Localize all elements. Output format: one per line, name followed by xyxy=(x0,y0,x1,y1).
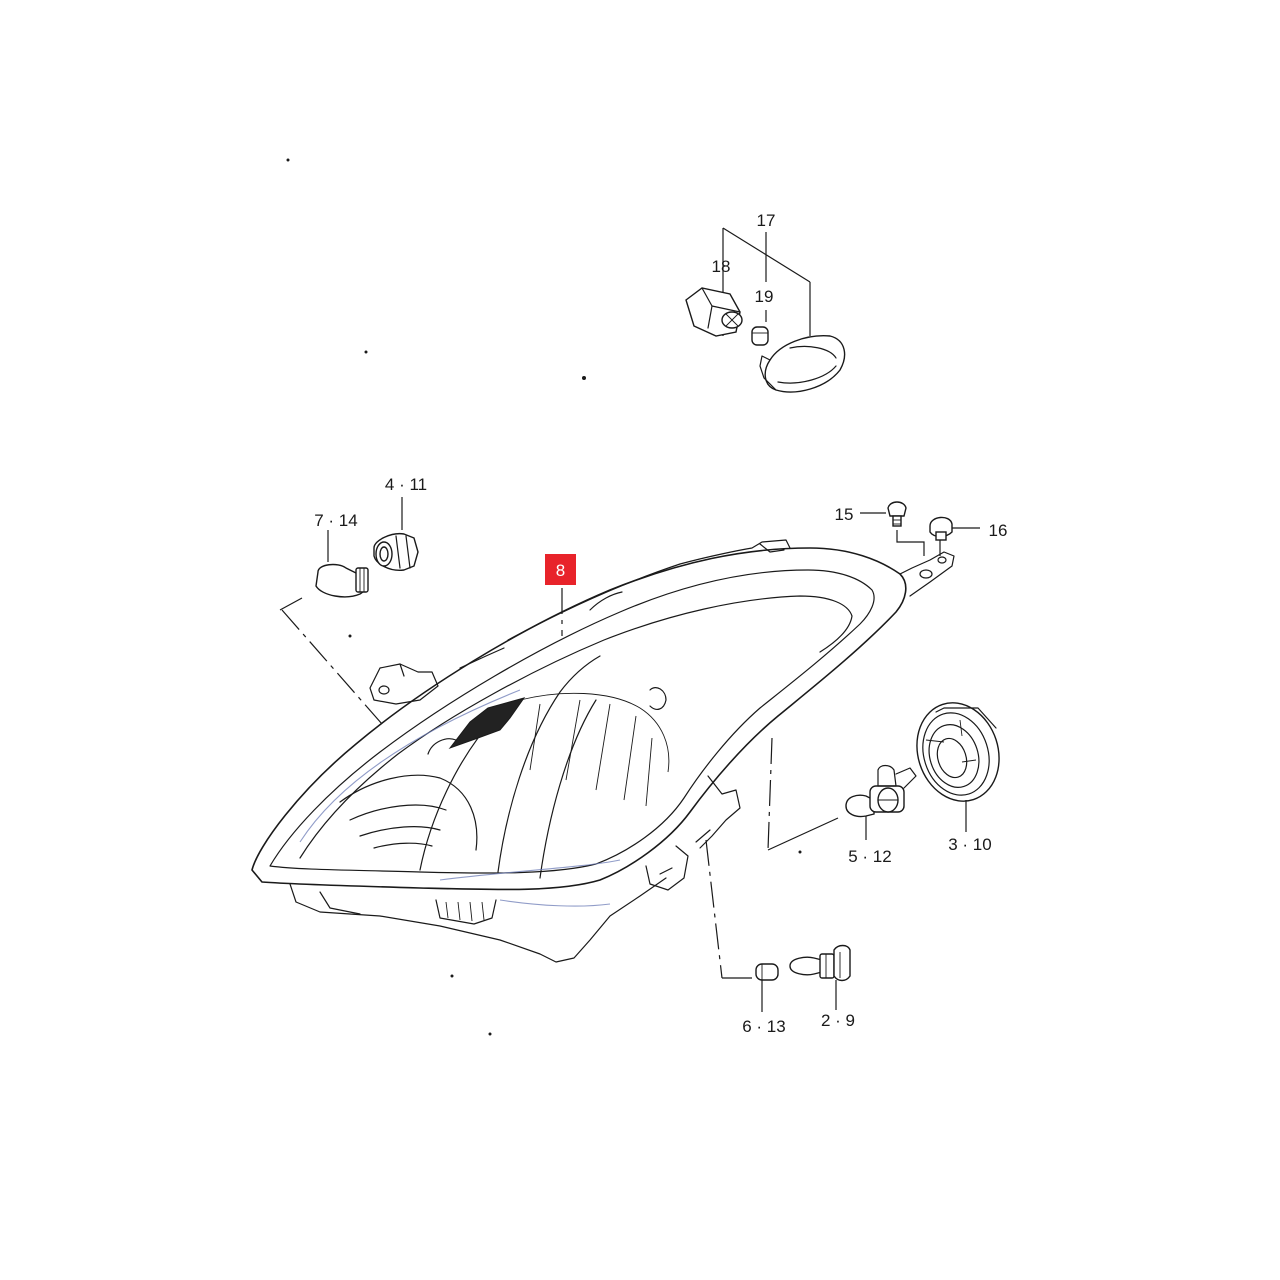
callout-16: 16 xyxy=(989,521,1008,540)
highlight-box[interactable] xyxy=(545,554,576,585)
callout-19: 19 xyxy=(755,287,774,306)
callout-8: 8 xyxy=(556,561,565,580)
callout-17: 17 xyxy=(757,211,776,230)
dashed-path-position xyxy=(705,839,723,979)
position-bulb-part xyxy=(755,963,779,981)
dashed-path-low-beam xyxy=(767,737,773,851)
position-lamp-group xyxy=(722,944,851,1012)
callout-4-11: 4 · 11 xyxy=(385,475,427,494)
callout-6-13: 6 · 13 xyxy=(742,1017,785,1036)
dashed-path-turn xyxy=(281,609,383,725)
leader-bulb-bracket xyxy=(279,597,303,611)
marker-bulb-part xyxy=(751,326,769,346)
marker-lens-part xyxy=(759,335,846,393)
leader-low-beam-path xyxy=(767,817,839,851)
bolt-part xyxy=(887,501,907,527)
callout-7-14: 7 · 14 xyxy=(314,511,357,530)
headlamp-bulb-part xyxy=(845,764,917,818)
headlamp-bulb-group xyxy=(767,764,917,851)
fasteners-group xyxy=(860,501,980,556)
side-marker-assembly xyxy=(685,227,846,393)
leader-fastener-join xyxy=(896,530,925,556)
position-socket-part xyxy=(789,944,851,982)
highlighted-callout-8[interactable]: 8 xyxy=(545,554,576,585)
turn-socket-part xyxy=(373,533,419,571)
dust-cap-part xyxy=(916,702,1000,832)
callout-3-10: 3 · 10 xyxy=(948,835,991,854)
marker-socket-part xyxy=(685,287,743,337)
callout-15: 15 xyxy=(835,505,854,524)
headlamp-housing-part xyxy=(251,539,955,979)
clip-part xyxy=(929,516,953,541)
turn-bulb-group xyxy=(279,497,419,725)
callout-2-9: 2 · 9 xyxy=(821,1011,855,1030)
callout-18: 18 xyxy=(712,257,731,276)
callout-5-12: 5 · 12 xyxy=(848,847,891,866)
scan-specks xyxy=(286,158,802,1036)
turn-signal-bulb-part xyxy=(315,563,369,598)
